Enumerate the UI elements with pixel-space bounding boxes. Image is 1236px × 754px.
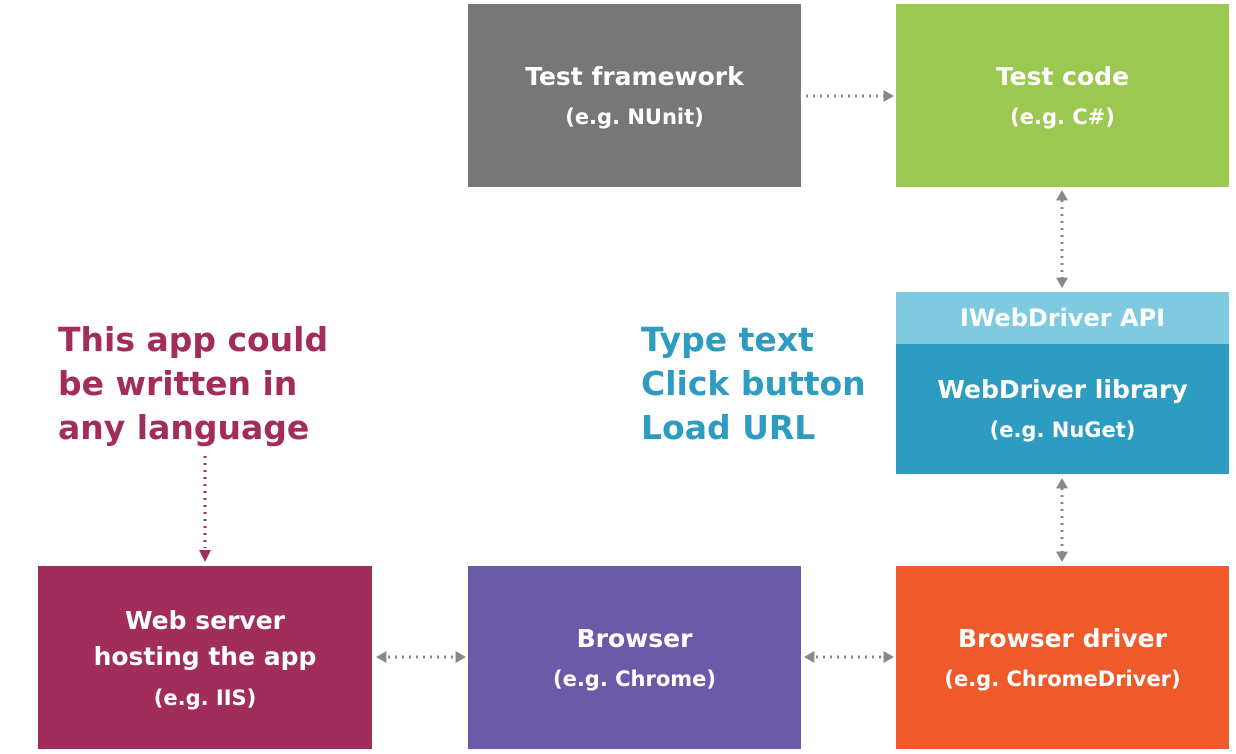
web-server-box: Web server hosting the app (e.g. IIS): [38, 566, 372, 749]
arrow-down-icon: [1056, 277, 1068, 288]
test-framework-box: Test framework (e.g. NUnit): [468, 4, 801, 187]
browser-box: Browser (e.g. Chrome): [468, 566, 801, 749]
webdriver-api-band: IWebDriver API: [896, 292, 1229, 344]
app-language-note: This app could be written in any languag…: [58, 318, 328, 450]
webdriver-api-title: IWebDriver API: [959, 304, 1166, 332]
webdriver-library-example: (e.g. NuGet): [989, 418, 1136, 442]
test-code-box: Test code (e.g. C#): [896, 4, 1229, 187]
action-item: Click button: [641, 364, 866, 403]
arrow-left-icon: [376, 651, 387, 663]
web-server-example: (e.g. IIS): [153, 685, 257, 710]
arrow-right-icon: [455, 651, 466, 663]
arrow-down-icon: [199, 550, 211, 562]
arrow-down-icon: [1056, 551, 1068, 562]
app-note-line: be written in: [58, 364, 298, 403]
browser-example: (e.g. Chrome): [552, 666, 716, 691]
web-server-title-line2: hosting the app: [93, 641, 317, 671]
arrow-up-icon: [1056, 478, 1068, 489]
test-framework-title: Test framework: [525, 61, 744, 91]
browser-driver-box: Browser driver (e.g. ChromeDriver): [896, 566, 1229, 749]
browser-driver-example: (e.g. ChromeDriver): [944, 666, 1181, 691]
app-note-line: any language: [58, 408, 310, 447]
browser-title: Browser: [576, 623, 693, 653]
test-code-title: Test code: [995, 61, 1130, 91]
arrow-up-icon: [1056, 190, 1068, 201]
action-item: Type text: [641, 320, 814, 359]
web-server-title-line1: Web server: [125, 605, 285, 635]
test-code-example: (e.g. C#): [1010, 104, 1115, 129]
arrow-right-icon: [883, 651, 894, 663]
browser-driver-title: Browser driver: [958, 623, 1167, 653]
app-note-line: This app could: [58, 320, 329, 359]
arrow-left-icon: [804, 651, 815, 663]
test-framework-example: (e.g. NUnit): [565, 104, 704, 129]
webdriver-library-box: WebDriver library (e.g. NuGet): [896, 344, 1229, 474]
webdriver-library-title: WebDriver library: [937, 375, 1188, 404]
arrow-right-icon: [883, 90, 894, 102]
webdriver-actions-list: Type text Click button Load URL: [641, 318, 866, 450]
action-item: Load URL: [641, 408, 816, 447]
